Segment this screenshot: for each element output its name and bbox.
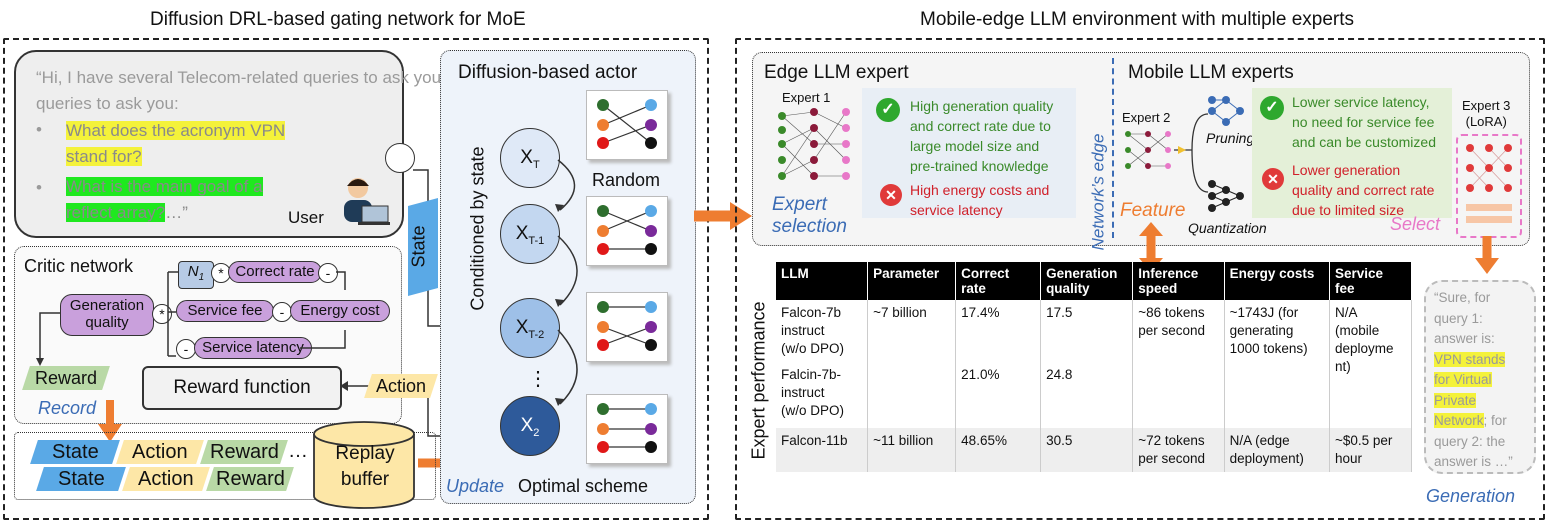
energy-cost-pill: Energy cost: [290, 300, 390, 322]
record-label: Record: [38, 398, 97, 418]
expert1-label: Expert 1: [782, 90, 831, 105]
pruning-icon: [1206, 94, 1246, 128]
graph-2: [586, 196, 668, 266]
networks-edge-label: Network’s edge: [1088, 133, 1108, 251]
mobile-branch-lines: [1174, 113, 1209, 193]
connector-circle: [385, 143, 415, 173]
node-arrows: [555, 159, 578, 406]
graph-3: [586, 292, 668, 362]
select-label: Select: [1390, 214, 1441, 234]
pruning-label: Pruning: [1206, 130, 1255, 146]
service-latency-pill: Service latency: [194, 337, 312, 359]
random-label: Random: [592, 170, 661, 190]
correct-rate-pill: Correct rate: [228, 261, 322, 283]
node-x2: X2: [500, 396, 560, 456]
node-dots: ⋮: [528, 368, 548, 390]
left-title: Diffusion DRL-based gating network for M…: [150, 9, 526, 30]
expert-performance-label: Expert performance: [748, 301, 769, 460]
mobile-pros: Lower service latency,no need for servic…: [1292, 94, 1436, 150]
quantization-label: Quantization: [1188, 220, 1267, 236]
critic-title: Critic network: [24, 256, 134, 276]
right-panel: [735, 38, 1545, 520]
node-xt1: XT-1: [500, 204, 560, 264]
actor-title: Diffusion-based actor: [458, 62, 638, 83]
buffer-box: [14, 432, 436, 500]
generation-label: Generation: [1426, 486, 1516, 506]
cross-icon-2: ✕: [1262, 168, 1284, 190]
graph-1: [586, 90, 668, 160]
check-icon-2: ✓: [1260, 96, 1284, 120]
col-parameter: Parameter: [867, 262, 957, 300]
query-bullet-2: •: [36, 178, 42, 197]
user-icon: [336, 172, 392, 228]
reward-function-box[interactable]: Reward function: [142, 366, 342, 410]
graph-4: [586, 394, 668, 464]
check-icon-1: ✓: [876, 98, 900, 122]
expert3-box[interactable]: [1456, 134, 1522, 238]
node-xt: XT: [500, 128, 560, 188]
expert3-label: Expert 3(LoRA): [1462, 98, 1511, 129]
query-line2: queries to ask you:: [36, 94, 179, 113]
feature-label: Feature: [1120, 200, 1186, 221]
generation-text: “Sure, for query 1: answer is: VPN stand…: [1434, 290, 1513, 469]
expert2-label: Expert 2: [1122, 110, 1171, 125]
network-edge-divider: [1112, 58, 1114, 238]
table-row: Falcon-11b ~11 billion 48.65% 30.5 ~72 t…: [776, 428, 1413, 472]
quantization-icon: [1206, 176, 1246, 216]
update-label: Update: [446, 476, 505, 496]
expert1-network-icon: [772, 104, 858, 188]
mobile-title: Mobile LLM experts: [1128, 62, 1294, 83]
col-energy-costs: Energy costs: [1224, 262, 1330, 300]
multiply-op-2: *: [152, 304, 172, 324]
col-llm: LLM: [776, 262, 869, 300]
minus-op-1: -: [318, 263, 338, 283]
node-xt2: XT-2: [500, 298, 560, 358]
optimal-scheme-label: Optimal scheme: [518, 476, 649, 496]
buffer-ellipsis: …: [288, 440, 308, 462]
generation-arrow: [1475, 236, 1499, 274]
service-fee-pill: Service fee: [176, 300, 274, 322]
replay-buffer-cylinder: [312, 420, 416, 510]
cross-icon-1: ✕: [880, 184, 902, 206]
n1-pill: N1: [178, 261, 214, 289]
table-row: Falcin-7b-instruct(w/o DPO) 21.0% 24.8: [776, 362, 1412, 428]
query-bullet-1: •: [36, 120, 42, 139]
edge-title: Edge LLM expert: [764, 62, 909, 83]
query-intro: “Hi, I have several Telecom-related quer…: [36, 68, 446, 87]
mobile-pros-cons-bg: [1252, 88, 1452, 218]
expert2-network-icon: [1122, 126, 1174, 176]
right-title: Mobile-edge LLM environment with multipl…: [920, 9, 1355, 30]
left-panel: [3, 38, 709, 520]
user-label: User: [288, 208, 324, 227]
